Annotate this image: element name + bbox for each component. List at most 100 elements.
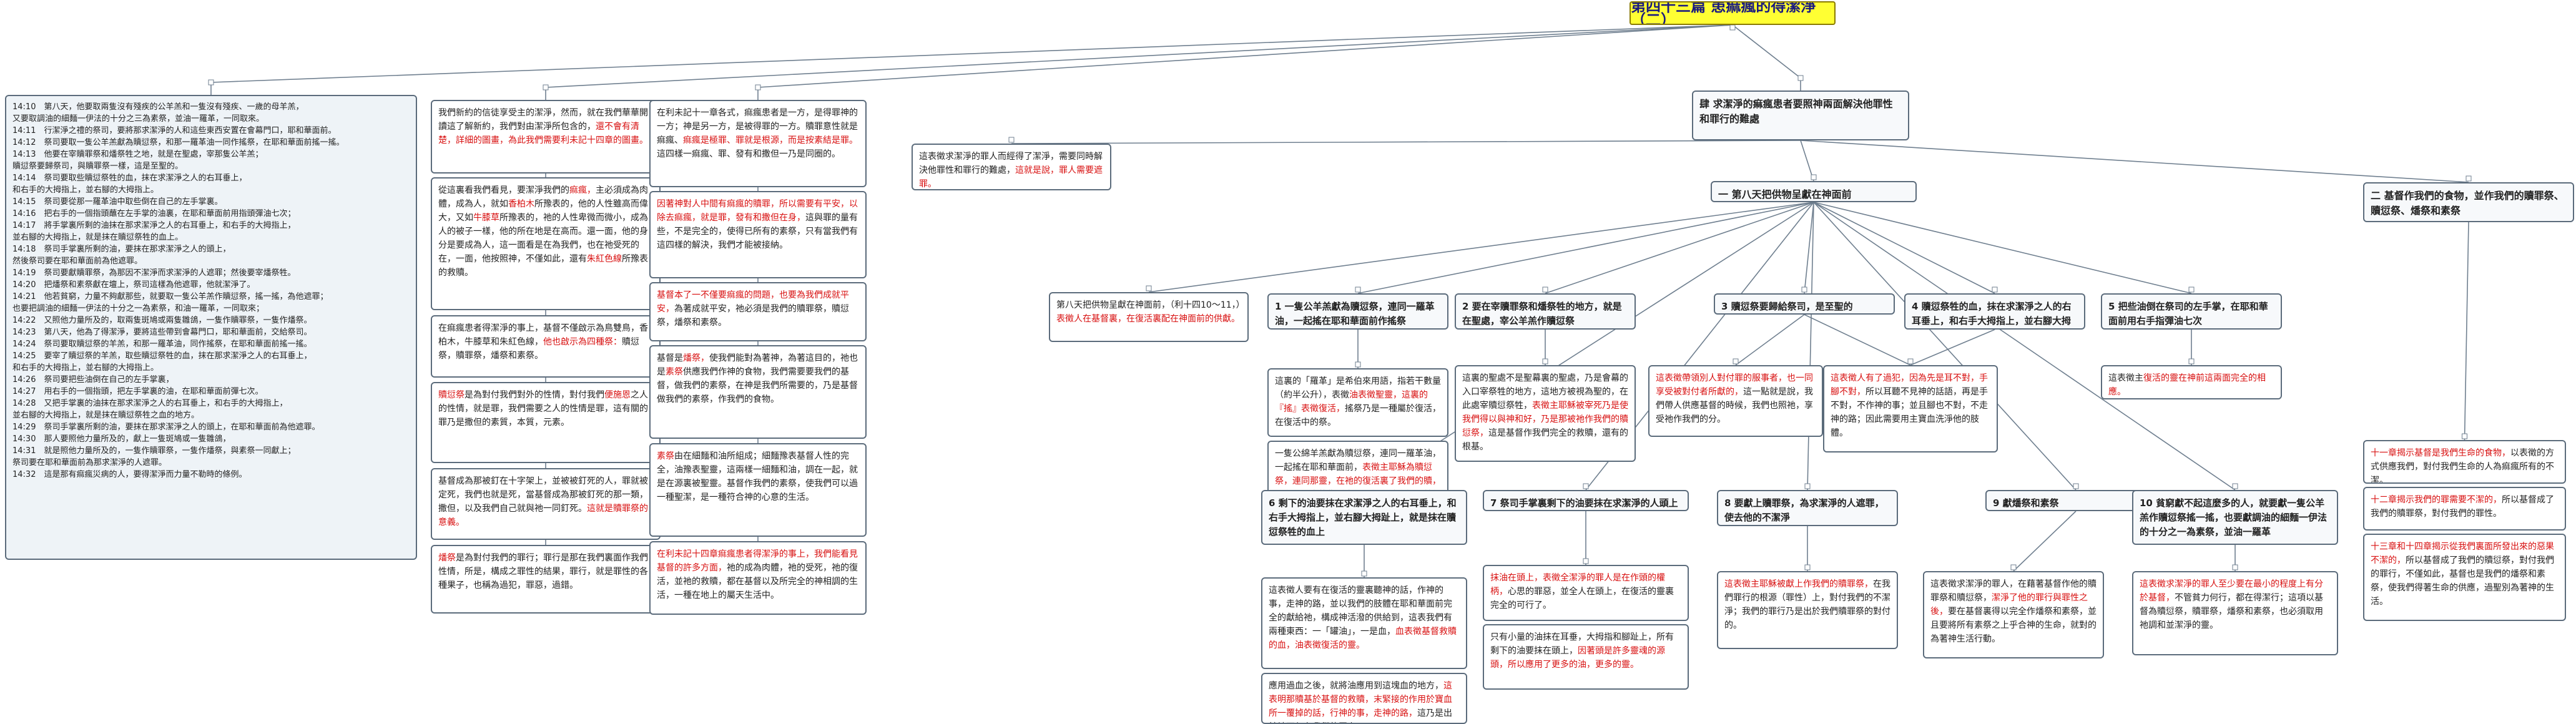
note-text: 這就是贖罪祭的意義。: [438, 504, 648, 527]
note-text: 這表徵主: [2108, 373, 2143, 383]
scripture-line: 祭司要在耶和華面前為那求潔淨的人遮罪。: [12, 458, 167, 467]
note-text: 第八天把供物呈獻在神面前，（利十四10～11，）: [1056, 300, 1245, 310]
intro-note-11: 素祭由在細麵和油所組成；細麵豫表基督人性的完全，油豫表聖靈，這兩樣一細麵和油，調…: [649, 443, 867, 537]
connector-node: [2188, 286, 2195, 293]
intro-note-5: 基督成為那被釘在十字架上，並被被釘死的人，罪就被定死，我們也就是死，當基督成為那…: [431, 468, 661, 540]
connector-line: [1545, 202, 1814, 294]
point-5-note: 這表徵主復活的靈在神前這兩面完全的相應。: [2101, 365, 2282, 399]
note-text: 贖愆祭: [438, 390, 465, 400]
point-4-heading: 4 贖愆祭牲的血，抹在求潔淨之人的右耳垂上，和右手大拇指上，並右腳大拇趾上: [1904, 293, 2085, 330]
note-text: 這裏的「羅革」是希伯來用語，指若干數量（約半公升），表徵: [1275, 376, 1441, 400]
connector-line: [1011, 140, 1801, 144]
connector-node: [1907, 358, 1914, 364]
note-text: 這與罪的量有些，不是完全的，使得已所有的素祭，只有當我們有這四樣的解決，我們才能…: [657, 213, 858, 250]
note-text: 為著成就平安，祂必須是我們的贖罪祭，贖愆祭，燔祭和素祭。: [657, 304, 849, 328]
scripture-line: 也要把調油的細麵一伊法的十分之一為素祭，和油一羅革，一同取來；: [12, 304, 265, 313]
scripture-line: 14:25 要宰了贖愆祭的羊羔，取些贖愆祭牲的血，抹在那求潔淨之人的右耳垂上，: [12, 351, 312, 361]
intro-note-8: 因著神對人中間有痲瘋的贖罪，所以需要有平安，以除去痲瘋，就是罪，發有和撒但在身，…: [649, 191, 867, 278]
intro-note-10: 基督是燔祭，使我們能對為著神，為著這目的，祂也是素祭供應我們作神的食物，我們需要…: [649, 345, 867, 439]
note-text: 供應我們作神的食物，我們需要要我們的基督，做我們的素祭，在神是我們所需要的，乃是…: [657, 367, 858, 404]
note-text: 不管貧力何行，都在得潔行；這項以基督為贖愆祭，贖罪祭，燔祭和素祭，也必須取用祂調…: [2140, 593, 2323, 630]
connector-node: [1355, 286, 1361, 293]
note-text: 在利未記十四章痲瘋患者得潔淨的事上，我們能看見基督的許多方面，: [657, 549, 858, 573]
note-text: 基督本了一不僅要痲瘋的問題，也要為我們成就平安，: [657, 290, 849, 314]
point-6-note-2: 應用過血之後，就將油應用到這塊血的地方，這表明那贖基於基督的救贖，末緊接的作用於…: [1261, 673, 1467, 724]
note-text: 以表徵的方式供應我們，對付我們生命的人為痲瘋所有的不潔。: [2371, 448, 2554, 484]
note-text: 這表徵求潔淨的罪人而經得了潔淨，需要同時解決他罪性和罪行的難處，: [919, 152, 1103, 175]
connector-node: [2465, 175, 2472, 182]
note-text: 這裏的聖處不是聖幕裏的聖處，乃是會幕的入口宰祭牲的地方，這地方被視為聖的，在此處…: [1462, 373, 1628, 411]
note-text: 痲瘋，: [569, 185, 596, 195]
note-text: 這表徵人要有在復活的靈裏聽神的話，作神的事，走神的路，並以我們的肢體在耶和華面前…: [1269, 585, 1452, 637]
connector-node: [1361, 570, 1367, 577]
connector-line: [1732, 24, 1801, 79]
note-text: 痲瘋是極罪、罪就是根源，而是按素結是罪。: [683, 135, 858, 145]
note-text: 這就是說，罪人需要遮罪。: [919, 165, 1103, 189]
connector-line: [1800, 140, 2469, 183]
note-text: 這表明那贖基於基督的救贖，末緊接的作用於寶血所一覆掉的話，行神的事，走神的路，: [1269, 681, 1452, 718]
note-text: 因著神對人中間有痲瘋的贖罪，所以需要有平安，以除去痲瘋，就是罪，發有和撒但在身，: [657, 199, 858, 223]
note-text: 這表徵主耶穌被獻上作我們的贖罪祭，: [1724, 579, 1873, 589]
note-text: 從這裏看我們看見，要潔淨我們的: [438, 185, 569, 195]
scripture-line: 又要取調油的細麵一伊法的十分之三為素祭，並油一羅革，一同取來。: [12, 114, 265, 124]
main-point-note: 這表徵求潔淨的罪人而經得了潔淨，需要同時解決他罪性和罪行的難處，這就是說，罪人需…: [912, 144, 1111, 190]
connector-line: [1910, 329, 1995, 366]
note-text: 便施恩: [604, 390, 631, 400]
scripture-line: 14:27 用右手的一個指頭，把左手掌裏的油，在耶和華面前彈七次。: [12, 387, 263, 396]
note-text: 他也啟示為四種祭：: [543, 337, 622, 347]
intro-note-12: 在利未記十四章痲瘋患者得潔淨的事上，我們能看見基督的許多方面，祂的成為肉體，祂的…: [649, 541, 867, 615]
section-2-note-2: 十二章揭示我們的罪需要不潔的，所以基督成了我們的贖罪祭，對付我們的罪性。: [2363, 487, 2566, 531]
scripture-passage: 14:10 第八天，他要取兩隻沒有殘疾的公羊羔和一隻沒有殘疾、一歲的母羊羔，又要…: [5, 95, 417, 560]
note-text: 表徵主耶穌為贖愆祭，連同那靈，在祂的復活裏了我們的贖，: [1275, 462, 1441, 486]
scripture-line: 14:24 祭司要取贖愆祭的羊羔，和那一羅革油，同作搖祭，在耶和華面前搖一搖。: [12, 340, 312, 349]
point-7-heading: 7 祭司手掌裏剩下的油要抹在求潔淨的人頭上: [1483, 490, 1689, 511]
note-text: 朱紅色線: [587, 254, 622, 264]
intro-note-1: 我們新約的信徒享受主的潔淨，然而，就在我們華華開讀這了解新約，我們對由潔淨所包含…: [431, 100, 661, 174]
scripture-line: 14:32 這是那有痲瘋災病的人，要得潔淨而力量不勒時的條例。: [12, 470, 247, 479]
point-1-note: 這裏的「羅革」是希伯來用語，指若干數量（約半公升），表徵油表徵聖靈，這裏的『搖』…: [1267, 368, 1448, 437]
connector-node: [543, 84, 549, 90]
note-text: 所豫表的，祂的人性卑微而微小，成為人的被子一樣，他的所在地是在高而。還一面，他的…: [438, 213, 648, 264]
note-text: 燔祭: [438, 553, 456, 563]
connector-line: [545, 24, 1733, 88]
note-text: 所豫表的救贖。: [438, 254, 648, 278]
note-text: 之人的性情，就是罪，我們需要之人的性情是罪，這有關的罪乃是撒但的素質，本質，元素…: [438, 390, 648, 428]
note-text: 在痲瘋患者得潔淨的事上，基督不僅啟示為鳥雙鳥，香柏木，牛膝草和朱紅色線，: [438, 323, 648, 347]
point-5-heading: 5 把些油倒在祭司的左手掌，在耶和華面前用右手指彈油七次: [2101, 293, 2282, 330]
connector-line: [2464, 222, 2469, 441]
note-text: 只有小量的油抹在耳垂，大拇指和腳趾上，所有剩下的油要抹在頭上，: [1490, 632, 1674, 656]
note-text: 因著頭是許多靈魂的源頭，所以應用了更多的油，更多的靈。: [1490, 646, 1665, 670]
scripture-line: 並右腳的大拇指上，就是抹在贖愆祭牲的血上。: [12, 233, 184, 242]
note-text: 這一點就是說，我們帶人供應基督的時候，我們也照祂，享受祂作我們的分。: [1656, 387, 1813, 424]
connector-node: [1733, 358, 1739, 364]
intro-note-9: 基督本了一不僅要痲瘋的問題，也要為我們成就平安，為著成就平安，祂必須是我們的贖罪…: [649, 282, 867, 341]
connector-node: [2188, 358, 2195, 364]
scripture-line: 14:20 把燔祭和素祭獻在壇上，祭司這樣為他遮罪，他就潔淨了。: [12, 280, 255, 290]
intro-note-3: 在痲瘋患者得潔淨的事上，基督不僅啟示為鳥雙鳥，香柏木，牛膝草和朱紅色線，他也啟示…: [431, 315, 661, 378]
connector-node: [1583, 558, 1589, 564]
note-text: 素祭: [657, 451, 674, 461]
scripture-line: 14:29 祭司手掌裏所剩的油，要抹在那求潔淨之人的頭上，在耶和華面前為他遮罪。: [12, 423, 320, 432]
connector-line: [1148, 202, 1814, 293]
note-text: 十二章揭示我們的罪需要不潔的，: [2371, 495, 2502, 505]
scripture-line: 和右手的大拇指上，並右腳的大拇指上。: [12, 185, 159, 195]
note-text: 十三章和十四章揭示從我們裏面所發出來的惡果不潔的，: [2371, 542, 2554, 565]
connector-line: [757, 24, 1733, 88]
note-text: 一隻公綿羊羔獻為贖愆祭，連同一羅革油，一起搖在耶和華面前，: [1275, 449, 1441, 472]
note-text: 所以耳聽不見神的話語，再是手不對，不作神的事；並且腳也不對，不走神的路；因此需要…: [1831, 387, 1988, 438]
connector-node: [2073, 483, 2079, 489]
connector-node: [1804, 564, 1811, 570]
connector-node: [2232, 564, 2238, 570]
connector-line: [1804, 314, 1911, 366]
point-3-heading: 3 贖愆祭要歸給祭司，是至聖的: [1714, 293, 1895, 315]
connector-node: [1797, 75, 1804, 81]
connector-line: [1804, 202, 1814, 294]
scripture-line: 並右腳的大拇指上，就是抹在贖愆祭牲之血的地方。: [12, 411, 200, 420]
connector-node: [1355, 361, 1361, 368]
connector-node: [1992, 286, 1998, 293]
scripture-line: 14:13 他要在宰贖罪祭和燔祭牲之地，就是在聖處，宰那隻公羊羔；: [12, 150, 263, 159]
connector-node: [208, 79, 214, 86]
section-1-note: 第八天把供物呈獻在神面前，（利十四10～11，）表徵人在基督裏，在復活裏配在神面…: [1049, 292, 1249, 342]
scripture-line: 贖愆祭要歸祭司，與贖罪祭一樣，這是至聖的。: [12, 162, 184, 171]
point-6-heading: 6 剩下的油要抹在求潔淨之人的右耳垂上，和右手大拇指上，並右腳大拇趾上，就是抹在…: [1261, 490, 1467, 545]
